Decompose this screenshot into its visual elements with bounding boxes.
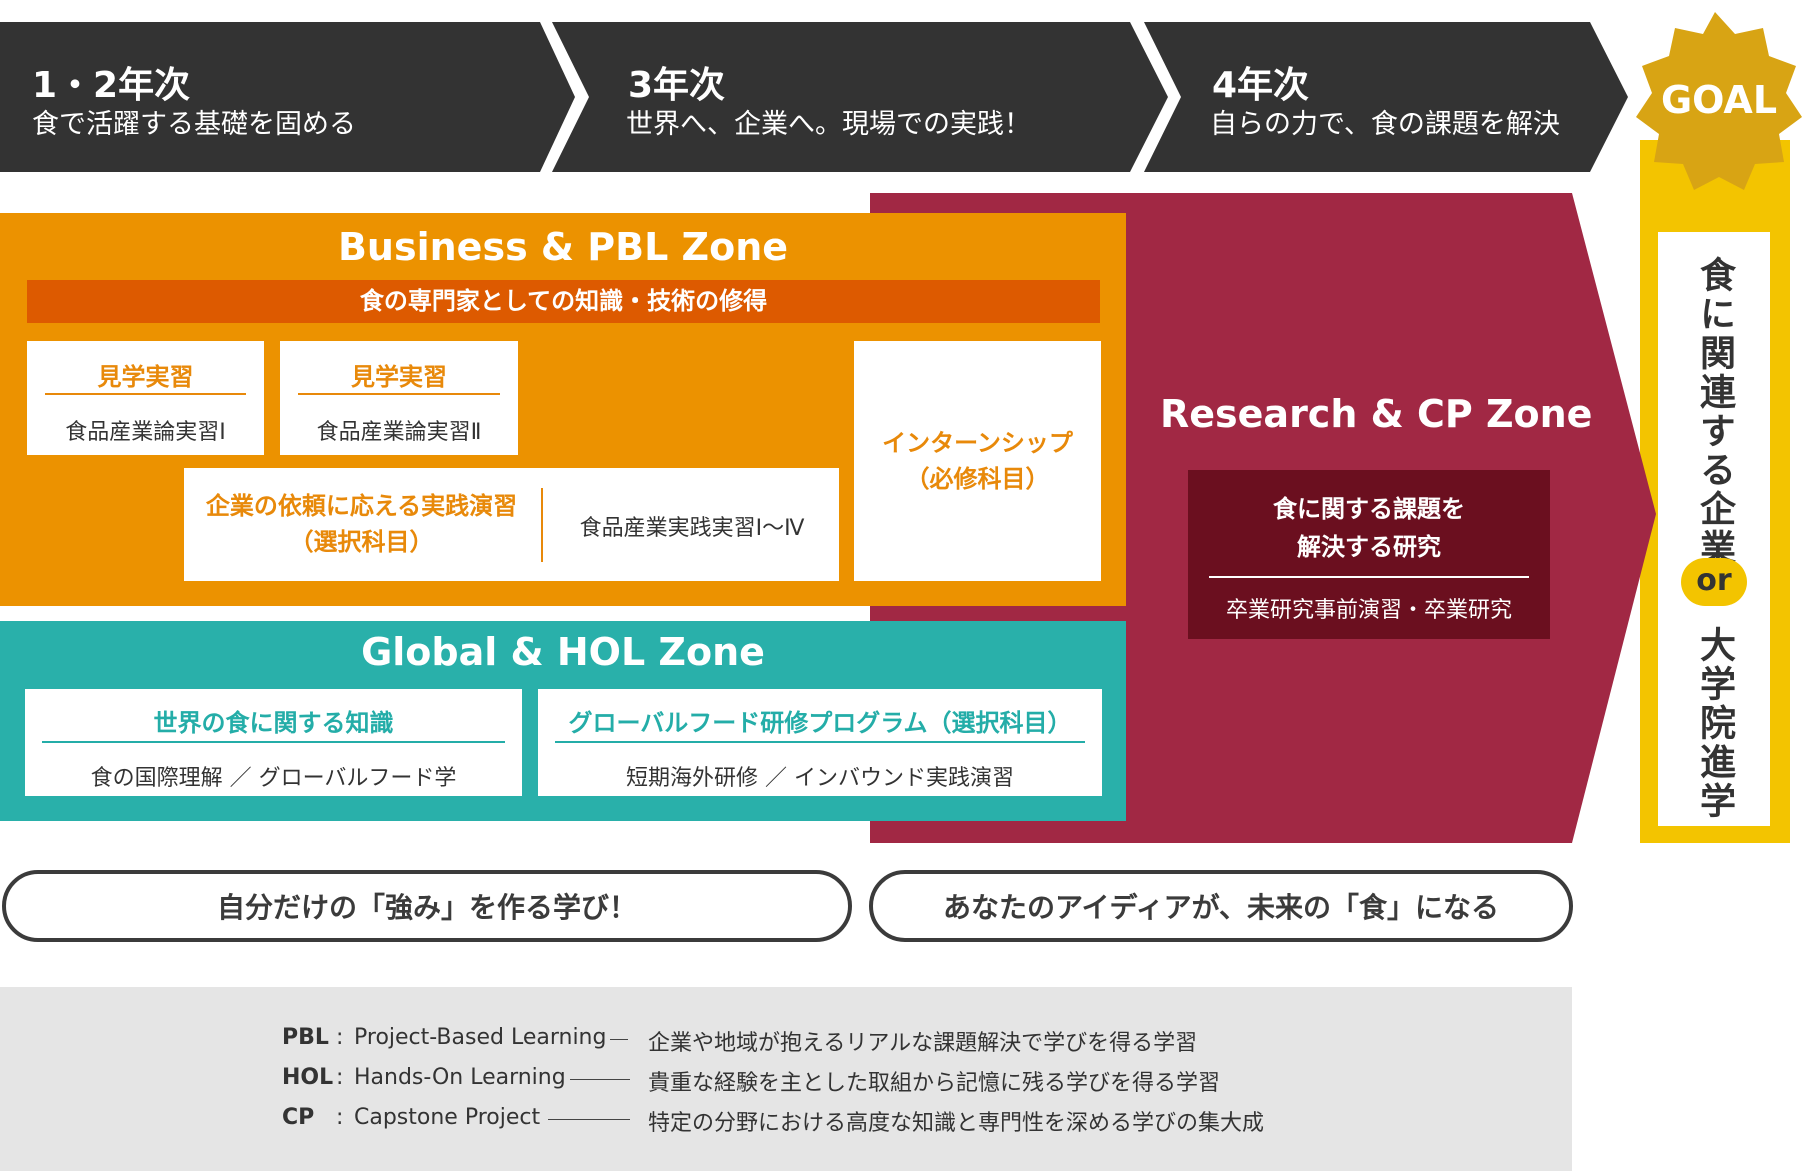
stage-2-year: 3年次: [628, 65, 726, 106]
research-box: 食に関する課題を 解決する研究 卒業研究事前演習・卒業研究: [1188, 470, 1550, 639]
glossary-dash: [610, 1039, 628, 1040]
box-title: 見学実習: [97, 363, 194, 391]
glossary-colon: :: [336, 1065, 344, 1090]
box-title: 見学実習: [351, 363, 447, 391]
stage-2-subtitle: 世界へ、企業へ。現場での実践！: [626, 109, 1031, 140]
slogan-pill-2: あなたのアイディアが、未来の「食」になる: [869, 870, 1573, 942]
glossary-dash: [570, 1079, 630, 1080]
divider: [541, 488, 543, 562]
divider: [42, 741, 505, 743]
glossary-desc: 特定の分野における高度な知識と専門性を深める学びの集大成: [648, 1111, 1265, 1136]
global-box-program: グローバルフード研修プログラム（選択科目） 短期海外研修 ／ インバウンド実践演…: [538, 689, 1102, 796]
global-zone: Global & HOL Zone 世界の食に関する知識 食の国際理解 ／ グロ…: [0, 621, 1126, 821]
box-text: 食品産業実践実習Ⅰ〜Ⅳ: [579, 516, 805, 541]
glossary-abbr: CP: [282, 1105, 315, 1130]
glossary-colon: :: [336, 1025, 344, 1050]
goal-inner-panel: [1658, 232, 1770, 826]
stage-3: 4年次 自らの力で、食の課題を解決: [1210, 22, 1610, 172]
glossary-desc: 貴重な経験を主とした取組から記憶に残る学びを得る学習: [648, 1071, 1221, 1096]
glossary-colon: :: [336, 1105, 344, 1130]
glossary-full: Hands-On Learning: [354, 1065, 566, 1090]
box-text: 食の国際理解 ／ グローバルフード学: [90, 766, 457, 791]
glossary-dash: [548, 1119, 630, 1120]
business-box-internship: インターンシップ （必修科目）: [854, 341, 1101, 581]
divider: [1209, 576, 1529, 578]
divider: [45, 393, 246, 395]
business-box-tour-1: 見学実習 食品産業論実習Ⅰ: [27, 341, 264, 455]
research-box-title: 食に関する課題を 解決する研究: [1273, 495, 1465, 561]
glossary-abbr: PBL: [282, 1025, 329, 1050]
box-text: 食品産業論実習Ⅰ: [65, 420, 226, 445]
box-text: 食品産業論実習Ⅱ: [316, 420, 482, 445]
glossary-abbr: HOL: [282, 1065, 334, 1090]
goal-or-badge: or: [1681, 558, 1747, 606]
stage-1-subtitle: 食で活躍する基礎を固める: [32, 109, 356, 140]
business-box-practice: 企業の依頼に応える実践演習 （選択科目） 食品産業実践実習Ⅰ〜Ⅳ: [184, 468, 839, 581]
goal-badge-label: GOAL: [1660, 78, 1778, 122]
research-zone-title: Research & CP Zone: [1160, 392, 1593, 436]
stage-1-year: 1・2年次: [32, 65, 191, 106]
box-title: 企業の依頼に応える実践演習 （選択科目）: [205, 492, 518, 556]
slogan-pill-1: 自分だけの「強み」を作る学び！: [2, 870, 852, 942]
stage-1: 1・2年次 食で活躍する基礎を固める: [0, 22, 540, 172]
goal-option-company: 食に関連する企業: [1694, 256, 1735, 568]
glossary-panel: PBL : Project-Based Learning 企業や地域が抱えるリア…: [0, 987, 1572, 1171]
divider: [298, 393, 500, 395]
business-zone-banner: 食の専門家としての知識・技術の修得: [27, 280, 1100, 323]
goal-seal: [1636, 12, 1802, 190]
global-box-knowledge: 世界の食に関する知識 食の国際理解 ／ グローバルフード学: [25, 689, 522, 796]
glossary-desc: 企業や地域が抱えるリアルな課題解決で学びを得る学習: [648, 1031, 1198, 1056]
stage-2: 3年次 世界へ、企業へ。現場での実践！: [626, 22, 1146, 172]
stage-arrow-2: [552, 22, 1168, 172]
box-text: 短期海外研修 ／ インバウンド実践演習: [626, 766, 1014, 791]
research-box-text: 卒業研究事前演習・卒業研究: [1225, 598, 1512, 623]
glossary-full: Capstone Project: [354, 1105, 541, 1130]
business-box-tour-2: 見学実習 食品産業論実習Ⅱ: [280, 341, 518, 455]
box-title: グローバルフード研修プログラム（選択科目）: [568, 709, 1072, 737]
stage-arrow-1: [0, 22, 575, 172]
stage-arrow-3: [1144, 22, 1628, 172]
global-zone-title: Global & HOL Zone: [361, 630, 765, 674]
divider: [555, 741, 1085, 743]
glossary-full: Project-Based Learning: [354, 1025, 607, 1050]
business-zone-title: Business & PBL Zone: [337, 225, 789, 269]
stage-3-year: 4年次: [1212, 65, 1310, 106]
business-zone: Business & PBL Zone 食の専門家としての知識・技術の修得 見学…: [0, 213, 1126, 606]
box-title: インターンシップ （必修科目）: [882, 429, 1073, 493]
stage-3-subtitle: 自らの力で、食の課題を解決: [1210, 109, 1560, 140]
goal-option-graduate: 大学院進学: [1694, 626, 1735, 821]
box-title: 世界の食に関する知識: [153, 709, 394, 737]
